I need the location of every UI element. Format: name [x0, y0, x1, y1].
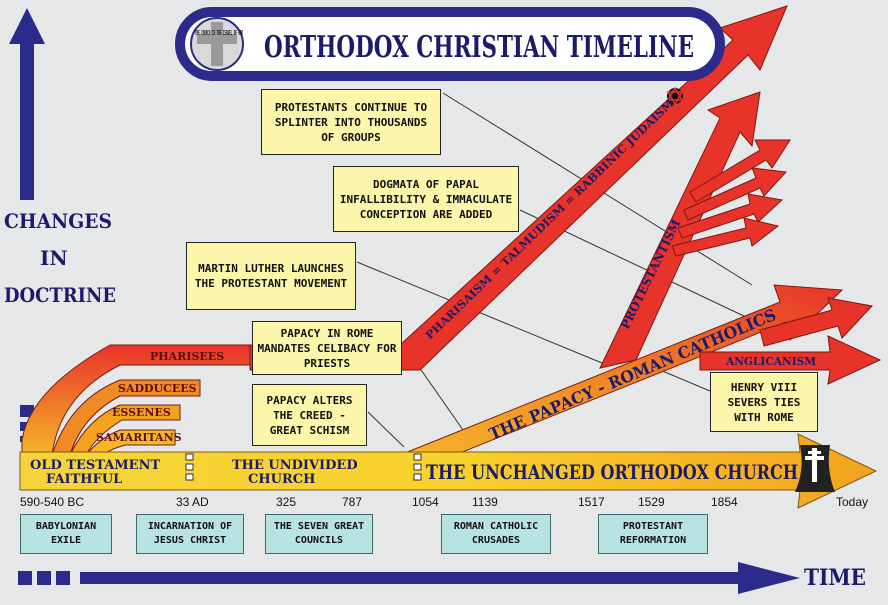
- event-crusades: ROMAN CATHOLIC CRUSADES: [441, 514, 551, 554]
- orthodox-cross-icon: [795, 445, 835, 492]
- main-bar: [19, 433, 878, 509]
- year-1854: 1854: [711, 495, 738, 509]
- year-1529: 1529: [638, 495, 665, 509]
- page-title: ORTHODOX CHRISTIAN TIMELINE: [264, 30, 694, 65]
- event-seven-councils: THE SEVEN GREAT COUNCILS: [265, 514, 373, 554]
- note-great-schism: PAPACY ALTERS THE CREED - GREAT SCHISM: [252, 384, 367, 446]
- sect-sadducees: SADDUCEES: [118, 382, 197, 395]
- x-axis-label: TIME: [804, 565, 866, 591]
- title-banner: [175, 7, 725, 81]
- segment-unchanged-orthodox: THE UNCHANGED ORTHODOX CHURCH: [426, 460, 798, 484]
- star-of-david-icon: [666, 86, 684, 106]
- branch-anglicanism: ANGLICANISM: [725, 355, 816, 368]
- year-today: Today: [836, 495, 869, 509]
- year-1139: 1139: [472, 495, 498, 509]
- y-axis-label-line2: IN: [40, 246, 68, 270]
- note-papal-dogmata: DOGMATA OF PAPAL INFALLIBILITY & IMMACUL…: [333, 166, 519, 232]
- note-papacy-celibacy: PAPACY IN ROME MANDATES CELIBACY FOR PRI…: [252, 321, 402, 375]
- note-henry-viii: HENRY VIII SEVERS TIES WITH ROME: [710, 372, 818, 432]
- year-1517: 1517: [578, 495, 605, 509]
- event-reformation: PROTESTANT REFORMATION: [598, 514, 708, 554]
- y-axis-label-line3: DOCTRINE: [4, 283, 116, 307]
- note-martin-luther: MARTIN LUTHER LAUNCHES THE PROTESTANT MO…: [186, 242, 356, 310]
- y-axis-label-line1: CHANGES: [4, 209, 112, 233]
- note-protestant-splinter: PROTESTANTS CONTINUE TO SPLINTER INTO TH…: [261, 89, 441, 155]
- event-babylonian-exile: BABYLONIAN EXILE: [20, 514, 112, 554]
- year-787: 787: [342, 495, 363, 509]
- papacy-arrow: [398, 91, 882, 466]
- year-590bc: 590-540 BC: [20, 495, 85, 509]
- year-1054: 1054: [412, 495, 439, 509]
- event-incarnation: INCARNATION OF JESUS CHRIST: [136, 514, 244, 554]
- year-325: 325: [276, 495, 297, 509]
- sect-pharisees: PHARISEES: [150, 350, 224, 363]
- sect-samaritans: SAMARITANS: [96, 431, 182, 444]
- x-axis-arrow: [18, 562, 800, 594]
- seal-text: THE CHURCH IS THE ISRAEL OF GOD: [195, 29, 243, 37]
- sect-essenes: ESSENES: [112, 406, 171, 419]
- sect-branches: [21, 344, 251, 456]
- year-33ad: 33 AD: [176, 495, 209, 509]
